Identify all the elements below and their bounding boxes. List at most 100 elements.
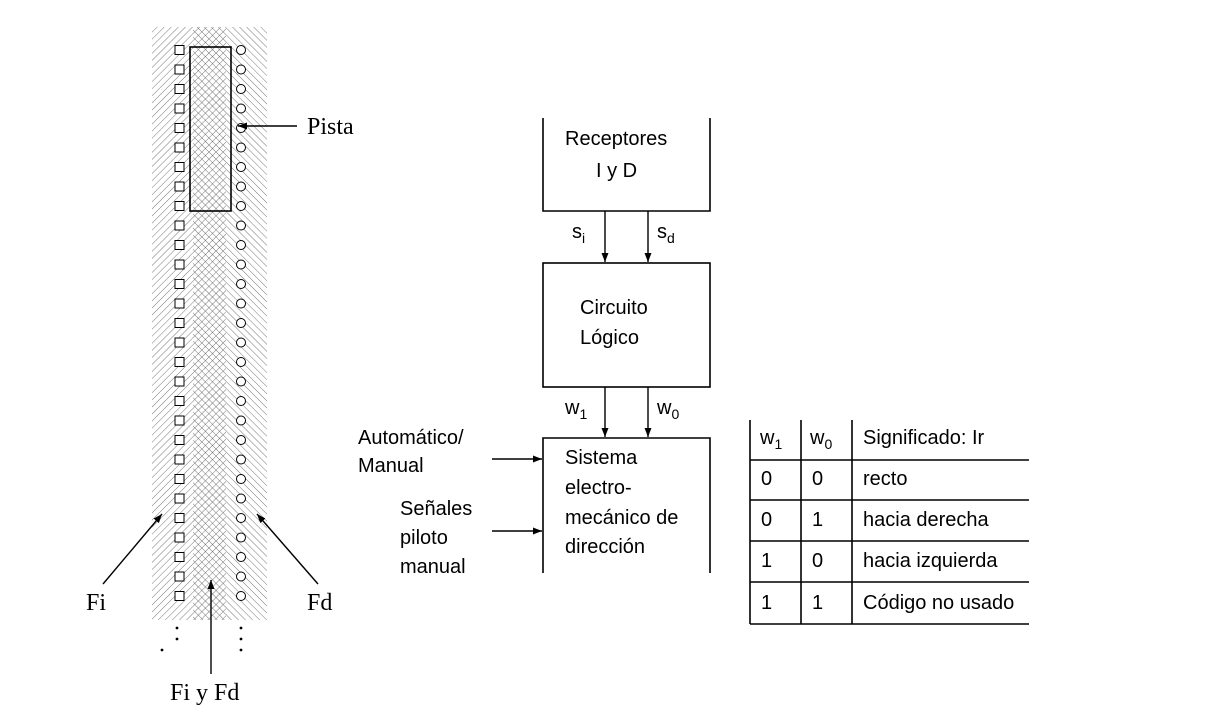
- sprocket-square: [174, 552, 185, 562]
- sprocket-square: [174, 123, 185, 133]
- sprocket-square: [174, 84, 185, 94]
- sprocket-circle: [236, 103, 246, 114]
- si-label: si: [572, 221, 585, 246]
- sprocket-circle: [236, 571, 246, 582]
- pista-label: Pista: [307, 114, 354, 140]
- row3-w1: 1: [761, 550, 772, 572]
- block-texts: Receptores I y D Circuito Lógico Sistema…: [358, 128, 679, 578]
- sd-label: sd: [657, 221, 675, 246]
- circuito-line1: Circuito: [580, 297, 648, 319]
- header-w0: w0: [809, 427, 832, 452]
- sprocket-square: [174, 337, 185, 348]
- row4-w1: 1: [761, 592, 772, 614]
- sensor-window: [189, 46, 232, 212]
- sprocket-circle: [236, 181, 246, 192]
- sprocket-square: [174, 376, 185, 387]
- sprocket-circle: [236, 435, 246, 445]
- sprocket-circle: [236, 357, 246, 367]
- sprocket-circle: [236, 123, 246, 133]
- sprocket-square: [174, 45, 185, 55]
- header-meaning: Significado: Ir: [863, 427, 985, 449]
- sprocket-circle: [236, 279, 246, 289]
- fd-label: Fd: [307, 590, 332, 616]
- sistema-block: [542, 437, 711, 573]
- sprocket-square: [174, 435, 185, 445]
- sistema-line1: Sistema: [565, 447, 638, 469]
- truth-table: w1 w0 Significado: Ir 0 0 recto 0 1 haci…: [749, 420, 1029, 625]
- sprocket-circle: [236, 396, 246, 406]
- sprocket-circle: [236, 84, 246, 94]
- right-reflective-strip: [193, 27, 267, 620]
- sprocket-square: [174, 181, 185, 192]
- sprocket-circle: [236, 318, 246, 328]
- sprocket-square: [174, 591, 185, 601]
- sprocket-circle: [236, 298, 246, 309]
- sprocket-circle: [236, 591, 246, 601]
- row3-meaning: hacia izquierda: [863, 550, 998, 572]
- row1-w1: 0: [761, 468, 772, 490]
- sprocket-square: [174, 513, 185, 523]
- sprocket-circle: [236, 454, 246, 465]
- fi-arrow: [102, 513, 163, 585]
- automatico-line1: Automático/: [358, 427, 464, 449]
- sprocket-circle: [236, 376, 246, 387]
- receptores-block: [542, 118, 711, 212]
- sprocket-circle: [236, 552, 246, 562]
- sprocket-square: [174, 259, 185, 270]
- sprocket-square: [174, 103, 185, 114]
- sprocket-square: [174, 318, 185, 328]
- sprocket-square: [174, 357, 185, 367]
- row4-w0: 1: [812, 592, 823, 614]
- circuito-line2: Lógico: [580, 327, 639, 349]
- row4-meaning: Código no usado: [863, 592, 1014, 614]
- sprocket-circle: [236, 415, 246, 426]
- sprocket-square: [174, 64, 185, 75]
- senales-line1: Señales: [400, 498, 472, 520]
- sprocket-circle: [236, 532, 246, 543]
- sprocket-circle: [236, 201, 246, 211]
- track-drawing: Pista Fi Fd Fi y Fd: [86, 27, 354, 706]
- sprocket-square: [174, 142, 185, 153]
- row1-w0: 0: [812, 468, 823, 490]
- sprocket-square: [174, 162, 185, 172]
- sprocket-square: [174, 201, 185, 211]
- sprocket-circle: [236, 45, 246, 55]
- sprocket-circle: [236, 240, 246, 250]
- row1-meaning: recto: [863, 468, 907, 490]
- receptores-line2: I y D: [596, 160, 637, 182]
- row2-w1: 0: [761, 509, 772, 531]
- continuation-dots: [160, 626, 243, 652]
- header-w1: w1: [759, 427, 782, 452]
- sprocket-square: [174, 220, 185, 231]
- w0-label: w0: [656, 397, 679, 422]
- sprocket-square: [174, 240, 185, 250]
- fi-y-fd-label: Fi y Fd: [170, 680, 239, 706]
- sprocket-square: [174, 396, 185, 406]
- sprocket-squares-left: [174, 45, 185, 601]
- sprocket-square: [174, 279, 185, 289]
- sprocket-circle: [236, 162, 246, 172]
- sistema-line3: mecánico de: [565, 507, 678, 529]
- senales-line2: piloto: [400, 527, 448, 549]
- sprocket-square: [174, 474, 185, 484]
- sprocket-circle: [236, 142, 246, 153]
- row2-w0: 1: [812, 509, 823, 531]
- sprocket-circle: [236, 474, 246, 484]
- sprocket-square: [174, 298, 185, 309]
- receptores-line1: Receptores: [565, 128, 667, 150]
- sprocket-circle: [236, 64, 246, 75]
- circuito-logico-block: [542, 262, 711, 388]
- sprocket-circle: [236, 513, 246, 523]
- fd-arrow: [256, 513, 319, 585]
- row3-w0: 0: [812, 550, 823, 572]
- sistema-line2: electro-: [565, 477, 632, 499]
- sprocket-circles-right: [236, 45, 246, 601]
- sprocket-square: [174, 454, 185, 465]
- senales-line3: manual: [400, 556, 466, 578]
- sprocket-circle: [236, 337, 246, 348]
- sprocket-circle: [236, 493, 246, 504]
- w1-label: w1: [564, 397, 587, 422]
- sprocket-square: [174, 532, 185, 543]
- sistema-line4: dirección: [565, 536, 645, 558]
